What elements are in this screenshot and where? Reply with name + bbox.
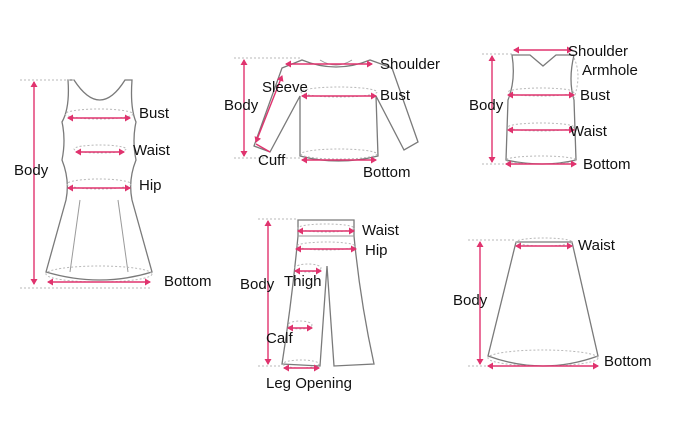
dress-hip-label: Hip	[139, 177, 162, 194]
skirt-bottom-label: Bottom	[604, 353, 652, 370]
dress-bust-label: Bust	[139, 105, 170, 122]
vest-waist-label: Waist	[570, 123, 607, 140]
pants-calf-label: Calf	[266, 330, 293, 347]
pants-waist-label: Waist	[362, 222, 399, 239]
vest-outline	[505, 54, 577, 165]
jacket-figure	[234, 57, 419, 164]
jacket-cuff-label: Cuff	[258, 152, 286, 169]
dress-figure	[20, 79, 153, 289]
jacket-sleeve-label: Sleeve	[262, 79, 308, 96]
jacket-bottom-label: Bottom	[363, 164, 411, 181]
dress-outline	[45, 79, 153, 281]
jacket-shoulder-label: Shoulder	[380, 56, 441, 73]
jacket-sleeve-arrow	[254, 75, 284, 143]
dress-body-label: Body	[14, 162, 49, 179]
skirt-outline	[487, 241, 599, 367]
vest-figure	[482, 46, 579, 168]
skirt-figure	[468, 237, 599, 370]
pants-thigh-label: Thigh	[284, 273, 322, 290]
dress-waist-label: Waist	[133, 142, 170, 159]
skirt-body-label: Body	[453, 292, 488, 309]
vest-bottom-label: Bottom	[583, 156, 631, 173]
vest-body-label: Body	[469, 97, 504, 114]
pants-hip-label: Hip	[365, 242, 388, 259]
jacket-bust-label: Bust	[380, 87, 411, 104]
vest-armhole-label: Armhole	[582, 62, 638, 79]
pants-figure	[258, 218, 375, 372]
pants-leg-opening-label: Leg Opening	[266, 375, 352, 392]
jacket-outline	[253, 59, 419, 162]
pants-outline	[281, 219, 375, 367]
pants-body-label: Body	[240, 276, 275, 293]
vest-shoulder-label: Shoulder	[568, 43, 629, 60]
jacket-body-label: Body	[224, 97, 259, 114]
skirt-waist-label: Waist	[578, 237, 615, 254]
dress-bottom-label: Bottom	[164, 273, 212, 290]
vest-bust-label: Bust	[580, 87, 611, 104]
